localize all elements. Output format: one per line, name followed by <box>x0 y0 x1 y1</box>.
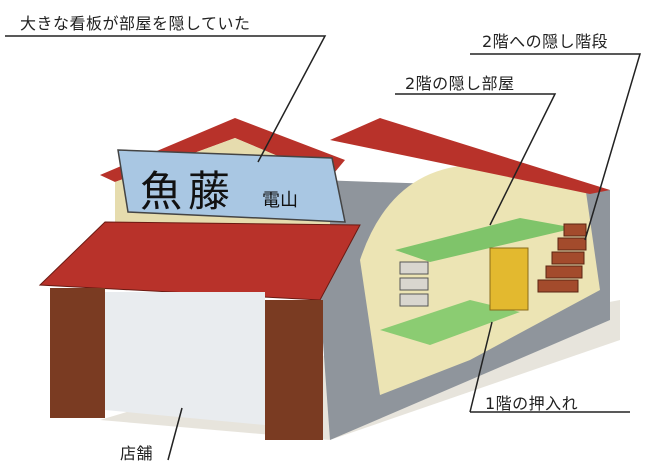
closet-door <box>489 247 529 311</box>
hidden-room-floor <box>395 218 575 262</box>
shop-sign-board <box>117 149 346 223</box>
rear-roof <box>330 118 610 194</box>
right-pillar <box>265 300 323 440</box>
sign-caption: 大きな看板が部屋を隠していた <box>20 14 251 33</box>
hidden-room-caption: 2階の隠し部屋 <box>405 74 515 93</box>
shop-opening <box>105 292 265 425</box>
sign-name: 魚藤 <box>140 167 237 216</box>
leader-lines <box>5 35 642 461</box>
hidden-stairs-caption: 2階への隠し階段 <box>482 32 609 51</box>
closet-caption: 1階の押入れ <box>485 394 579 413</box>
shop-caption: 店舗 <box>120 444 154 463</box>
sign-phone: 電山 <box>262 190 298 211</box>
closet-floor <box>380 300 520 345</box>
left-pillar <box>50 288 105 418</box>
hidden-stairs <box>537 223 587 293</box>
shelves <box>399 261 429 307</box>
